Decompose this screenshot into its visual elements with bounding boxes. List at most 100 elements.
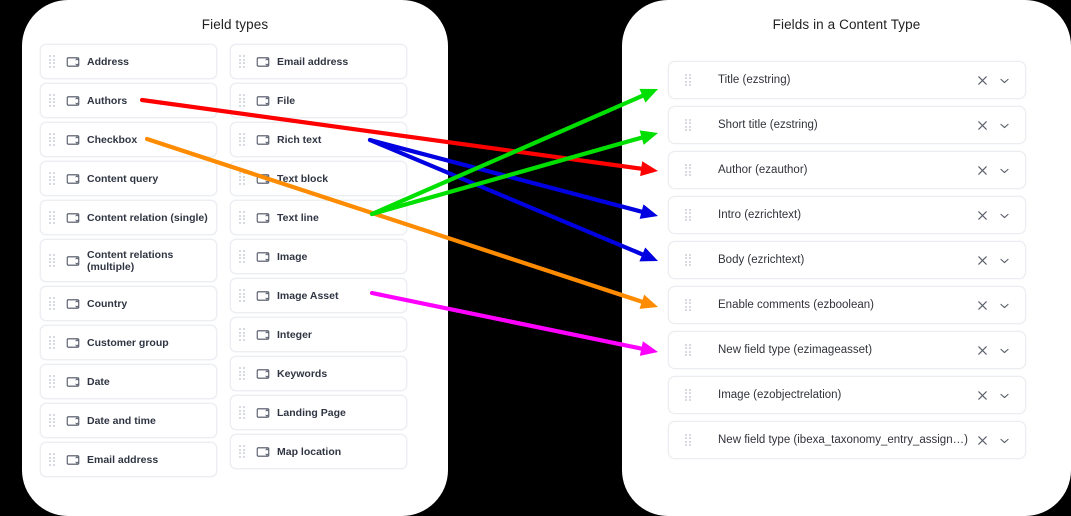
remove-field-button[interactable] (971, 249, 993, 271)
drag-handle-icon[interactable] (49, 336, 58, 349)
remove-field-button[interactable] (971, 114, 993, 136)
field-type-item[interactable]: Text line (230, 200, 407, 235)
drag-handle-icon[interactable] (239, 406, 248, 419)
drag-handle-icon[interactable] (685, 163, 694, 177)
drag-handle-icon[interactable] (49, 297, 58, 310)
field-type-item[interactable]: Date and time (40, 403, 217, 438)
content-type-field-row[interactable]: Intro (ezrichtext) (668, 196, 1026, 234)
expand-field-button[interactable] (993, 159, 1015, 181)
remove-field-button[interactable] (971, 384, 993, 406)
expand-field-button[interactable] (993, 114, 1015, 136)
chevron-down-icon[interactable] (998, 164, 1011, 177)
content-type-field-row[interactable]: Author (ezauthor) (668, 151, 1026, 189)
chevron-down-icon[interactable] (998, 299, 1011, 312)
content-type-field-row[interactable]: Title (ezstring) (668, 61, 1026, 99)
expand-field-button[interactable] (993, 339, 1015, 361)
field-type-icon (66, 95, 80, 106)
remove-field-button[interactable] (971, 204, 993, 226)
remove-field-button[interactable] (971, 159, 993, 181)
drag-handle-icon[interactable] (239, 445, 248, 458)
content-type-field-row[interactable]: Short title (ezstring) (668, 106, 1026, 144)
drag-handle-icon[interactable] (49, 55, 58, 68)
drag-handle-icon[interactable] (685, 253, 694, 267)
close-icon[interactable] (976, 119, 989, 132)
field-type-item[interactable]: Checkbox (40, 122, 217, 157)
drag-handle-icon[interactable] (239, 328, 248, 341)
content-type-field-row[interactable]: Body (ezrichtext) (668, 241, 1026, 279)
drag-handle-icon[interactable] (49, 172, 58, 185)
remove-field-button[interactable] (971, 294, 993, 316)
field-type-item[interactable]: Date (40, 364, 217, 399)
field-type-item[interactable]: Email address (230, 44, 407, 79)
close-icon[interactable] (976, 164, 989, 177)
field-type-item[interactable]: Keywords (230, 356, 407, 391)
content-type-field-row[interactable]: New field type (ibexa_taxonomy_entry_ass… (668, 421, 1026, 459)
expand-field-button[interactable] (993, 249, 1015, 271)
field-type-item[interactable]: Image Asset (230, 278, 407, 313)
close-icon[interactable] (976, 389, 989, 402)
expand-field-button[interactable] (993, 294, 1015, 316)
content-type-field-row[interactable]: New field type (ezimageasset) (668, 331, 1026, 369)
field-type-item[interactable]: File (230, 83, 407, 118)
chevron-down-icon[interactable] (998, 389, 1011, 402)
content-type-field-row[interactable]: Enable comments (ezboolean) (668, 286, 1026, 324)
field-type-item[interactable]: Authors (40, 83, 217, 118)
field-type-item[interactable]: Landing Page (230, 395, 407, 430)
close-icon[interactable] (976, 299, 989, 312)
chevron-down-icon[interactable] (998, 254, 1011, 267)
drag-handle-icon[interactable] (685, 208, 694, 222)
drag-handle-icon[interactable] (49, 254, 58, 267)
chevron-down-icon[interactable] (998, 434, 1011, 447)
remove-field-button[interactable] (971, 339, 993, 361)
field-type-item[interactable]: Email address (40, 442, 217, 477)
drag-handle-icon[interactable] (685, 388, 694, 402)
field-type-item[interactable]: Integer (230, 317, 407, 352)
chevron-down-icon[interactable] (998, 344, 1011, 357)
chevron-down-icon[interactable] (998, 74, 1011, 87)
drag-handle-icon[interactable] (685, 433, 694, 447)
expand-field-button[interactable] (993, 204, 1015, 226)
expand-field-button[interactable] (993, 69, 1015, 91)
chevron-down-icon[interactable] (998, 119, 1011, 132)
field-type-item[interactable]: Content relation (single) (40, 200, 217, 235)
field-type-item[interactable]: Rich text (230, 122, 407, 157)
drag-handle-icon[interactable] (49, 375, 58, 388)
field-type-item[interactable]: Customer group (40, 325, 217, 360)
drag-handle-icon[interactable] (685, 298, 694, 312)
field-type-item[interactable]: Map location (230, 434, 407, 469)
remove-field-button[interactable] (971, 429, 993, 451)
drag-handle-icon[interactable] (239, 367, 248, 380)
close-icon[interactable] (976, 209, 989, 222)
close-icon[interactable] (976, 434, 989, 447)
expand-field-button[interactable] (993, 384, 1015, 406)
drag-handle-icon[interactable] (239, 94, 248, 107)
drag-handle-icon[interactable] (239, 250, 248, 263)
content-type-field-row[interactable]: Image (ezobjectrelation) (668, 376, 1026, 414)
drag-handle-icon[interactable] (239, 133, 248, 146)
chevron-down-icon[interactable] (998, 209, 1011, 222)
close-icon[interactable] (976, 344, 989, 357)
drag-handle-icon[interactable] (49, 211, 58, 224)
drag-handle-icon[interactable] (685, 118, 694, 132)
drag-handle-icon[interactable] (239, 211, 248, 224)
drag-handle-icon[interactable] (685, 73, 694, 87)
drag-handle-icon[interactable] (49, 453, 58, 466)
field-type-item[interactable]: Content query (40, 161, 217, 196)
field-type-item[interactable]: Country (40, 286, 217, 321)
field-type-item[interactable]: Content relations (multiple) (40, 239, 217, 282)
drag-handle-icon[interactable] (239, 172, 248, 185)
drag-handle-icon[interactable] (239, 289, 248, 302)
field-type-label: Country (87, 297, 128, 310)
close-icon[interactable] (976, 74, 989, 87)
field-type-item[interactable]: Image (230, 239, 407, 274)
field-type-item[interactable]: Text block (230, 161, 407, 196)
field-type-item[interactable]: Address (40, 44, 217, 79)
drag-handle-icon[interactable] (49, 414, 58, 427)
drag-handle-icon[interactable] (49, 94, 58, 107)
remove-field-button[interactable] (971, 69, 993, 91)
close-icon[interactable] (976, 254, 989, 267)
expand-field-button[interactable] (993, 429, 1015, 451)
drag-handle-icon[interactable] (239, 55, 248, 68)
drag-handle-icon[interactable] (49, 133, 58, 146)
drag-handle-icon[interactable] (685, 343, 694, 357)
